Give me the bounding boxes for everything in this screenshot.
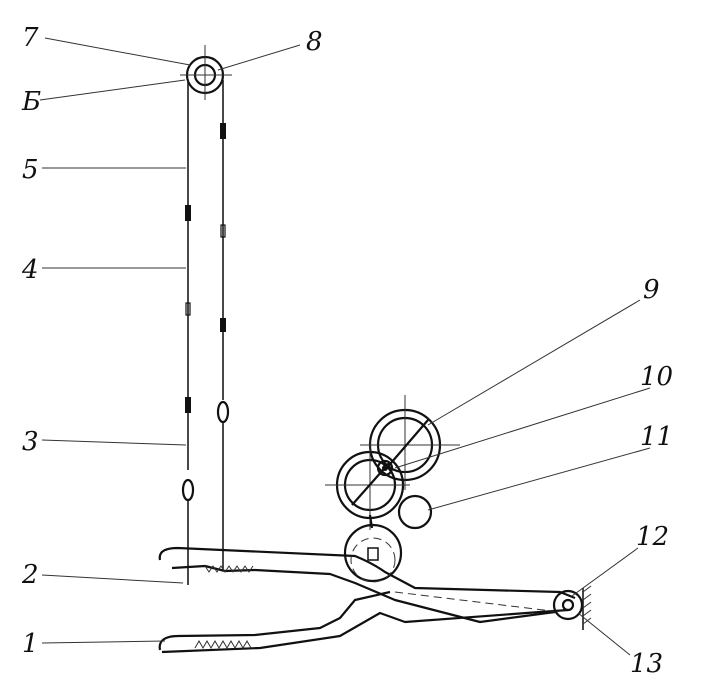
lower-jaw <box>158 590 569 654</box>
rope-left-strand <box>181 80 195 585</box>
label-10: 10 <box>640 362 673 392</box>
label-13: 13 <box>630 649 663 679</box>
label-9: 9 <box>643 275 660 305</box>
label-3: 3 <box>22 427 39 457</box>
label-8: 8 <box>306 27 323 57</box>
lower-gear <box>343 514 403 583</box>
label-5: 5 <box>22 155 39 185</box>
label-1: 1 <box>22 629 39 659</box>
label-4: 4 <box>21 255 39 285</box>
upper-jaw <box>158 546 576 624</box>
label-6: Б <box>21 87 41 117</box>
wheel-9 <box>360 395 460 490</box>
label-7: 7 <box>22 23 39 53</box>
wheel-10 <box>325 440 410 530</box>
part-labels: 7 Б 8 5 4 3 2 1 9 10 11 12 13 <box>21 23 673 679</box>
label-2: 2 <box>21 560 39 590</box>
pivot-hinge <box>552 585 592 630</box>
wheel-11 <box>397 494 433 530</box>
label-12: 12 <box>636 522 669 552</box>
leader-lines <box>39 37 651 656</box>
label-11: 11 <box>640 422 673 452</box>
top-pulley <box>180 45 232 100</box>
rope-right-strand <box>216 80 230 570</box>
